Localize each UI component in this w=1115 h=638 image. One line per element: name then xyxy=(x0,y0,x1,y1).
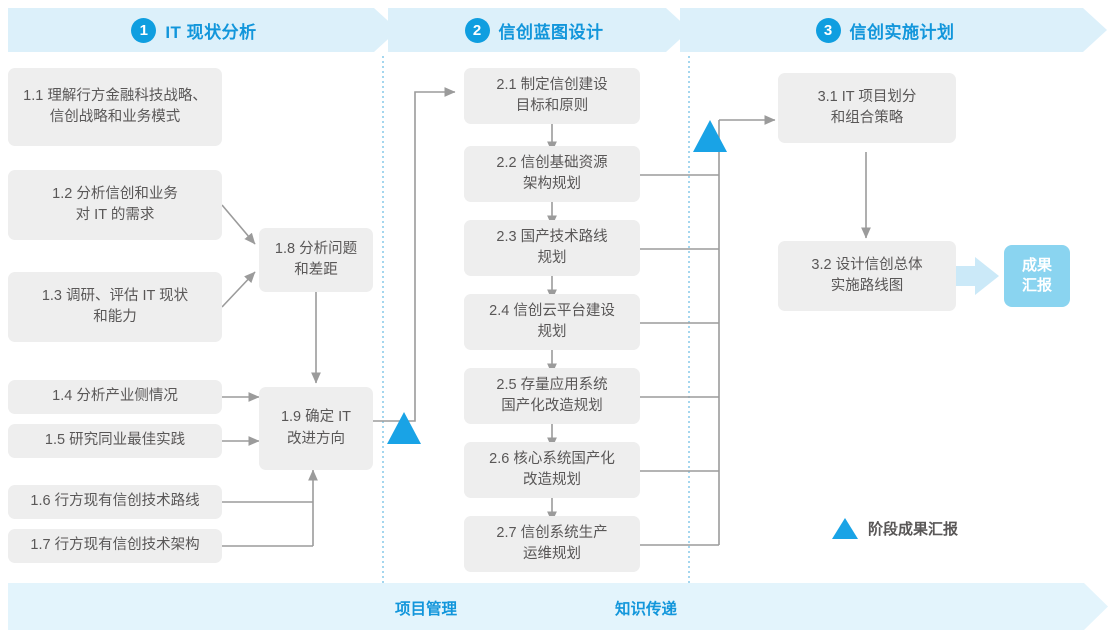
phase-number-2: 2 xyxy=(464,17,490,43)
node-1-9[interactable]: 1.9 确定 IT 改进方向 xyxy=(259,387,373,470)
node-2-4[interactable]: 2.4 信创云平台建设 规划 xyxy=(464,294,640,350)
node-1-6[interactable]: 1.6 行方现有信创技术路线 xyxy=(8,485,222,519)
phase-title-2: 信创蓝图设计 xyxy=(498,22,604,42)
node-1-7[interactable]: 1.7 行方现有信创技术架构 xyxy=(8,529,222,563)
node-3-2[interactable]: 3.2 设计信创总体 实施路线图 xyxy=(778,241,956,311)
milestone-triangle-1 xyxy=(387,412,421,444)
triangle-icon xyxy=(832,518,858,539)
bottom-banner-label-0: 项目管理 xyxy=(395,601,458,618)
phase-header-1[interactable]: 1 IT 现状分析 xyxy=(8,8,380,52)
phase-number-3: 3 xyxy=(815,17,841,43)
phase-title-1: IT 现状分析 xyxy=(165,22,257,42)
milestone-triangle-2 xyxy=(693,120,727,152)
node-2-5[interactable]: 2.5 存量应用系统 国产化改造规划 xyxy=(464,368,640,424)
node-1-3[interactable]: 1.3 调研、评估 IT 现状 和能力 xyxy=(8,272,222,342)
node-2-1[interactable]: 2.1 制定信创建设 目标和原则 xyxy=(464,68,640,124)
bottom-banner-label-1: 知识传递 xyxy=(615,601,678,618)
node-1-1[interactable]: 1.1 理解行方金融科技战略、 信创战略和业务模式 xyxy=(8,68,222,146)
node-2-7[interactable]: 2.7 信创系统生产 运维规划 xyxy=(464,516,640,572)
result-chip[interactable]: 成果 汇报 xyxy=(1004,245,1070,307)
result-arrow-icon xyxy=(950,257,999,295)
legend-label: 阶段成果汇报 xyxy=(868,521,959,538)
phase-title-3: 信创实施计划 xyxy=(849,22,955,42)
bottom-banner: 项目管理 知识传递 xyxy=(8,583,1108,630)
node-2-6[interactable]: 2.6 核心系统国产化 改造规划 xyxy=(464,442,640,498)
node-1-5[interactable]: 1.5 研究同业最佳实践 xyxy=(8,424,222,458)
legend: 阶段成果汇报 xyxy=(832,518,958,539)
node-1-4[interactable]: 1.4 分析产业侧情况 xyxy=(8,380,222,414)
node-3-1[interactable]: 3.1 IT 项目划分 和组合策略 xyxy=(778,73,956,143)
node-2-3[interactable]: 2.3 国产技术路线 规划 xyxy=(464,220,640,276)
node-1-8[interactable]: 1.8 分析问题 和差距 xyxy=(259,228,373,292)
phase-header-3[interactable]: 3 信创实施计划 xyxy=(680,8,1090,52)
phase-number-1: 1 xyxy=(131,17,157,43)
bottom-banner-shape xyxy=(8,583,1108,630)
node-1-2[interactable]: 1.2 分析信创和业务 对 IT 的需求 xyxy=(8,170,222,240)
node-2-2[interactable]: 2.2 信创基础资源 架构规划 xyxy=(464,146,640,202)
phase-header-2[interactable]: 2 信创蓝图设计 xyxy=(388,8,680,52)
